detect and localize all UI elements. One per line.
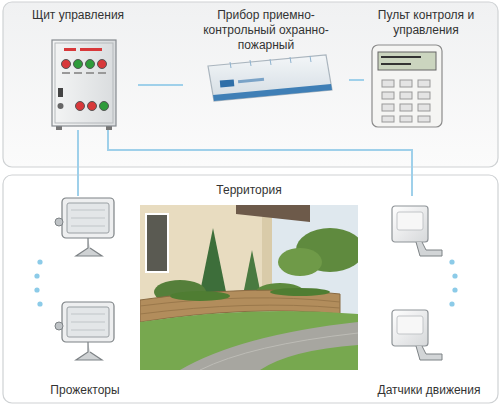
territory-photo — [278, 248, 322, 276]
control-panel-device-picture — [208, 55, 332, 101]
control-panel-device-picture — [208, 55, 332, 101]
keypad-picture — [381, 63, 411, 65]
continuation-dots — [34, 287, 39, 292]
control-cabinet-picture — [62, 72, 70, 74]
territory-photo — [140, 298, 340, 306]
control-panel-device-picture — [230, 62, 231, 68]
control-panel-device-picture — [250, 60, 251, 66]
control-cabinet-node: Щит управления — [18, 6, 138, 130]
bottom-panel — [3, 175, 498, 403]
continuation-dots — [37, 259, 42, 264]
control-cabinet-picture — [88, 102, 97, 111]
motion-sensor-picture — [392, 206, 442, 360]
floodlights-node: Прожекторы — [30, 196, 140, 400]
floodlight-picture — [55, 198, 114, 256]
keypad-picture — [382, 80, 394, 87]
territory-photo — [140, 311, 358, 370]
connection-wire — [77, 130, 79, 196]
territory-photo — [200, 333, 358, 370]
bottom-panel — [3, 175, 498, 403]
node-caption: Пульт контроля и управления — [368, 8, 484, 38]
control-cabinet-picture — [52, 40, 116, 126]
floodlight-picture — [55, 198, 114, 360]
control-cabinet-picture — [64, 48, 76, 51]
keypad-picture — [400, 92, 412, 99]
control-cabinet-picture — [58, 88, 63, 97]
territory-photo — [140, 205, 358, 370]
node-caption: Датчики движения — [372, 383, 486, 398]
continuation-dots — [34, 273, 39, 278]
control-cabinet-picture — [86, 72, 94, 74]
control-cabinet-picture — [86, 60, 95, 69]
floodlight-picture — [55, 302, 114, 360]
control-cabinet-picture — [98, 60, 107, 69]
control-device-node: Прибор приемно-контрольный охранно-пожар… — [183, 6, 349, 106]
control-cabinet-picture — [74, 60, 83, 69]
node-caption: Щит управления — [22, 8, 134, 23]
control-cabinet-picture — [76, 102, 85, 111]
control-cabinet-picture — [52, 40, 116, 130]
territory-photo — [200, 228, 226, 292]
motion-sensor-picture — [392, 206, 442, 256]
control-cabinet-picture — [80, 48, 102, 51]
keypad-picture — [418, 92, 430, 99]
node-caption: Прожекторы — [34, 383, 136, 398]
control-cabinet-picture — [62, 60, 71, 69]
territory-photo — [146, 214, 168, 272]
node-caption: Территория — [144, 183, 354, 198]
connection-wire — [349, 79, 364, 81]
keypad-picture — [400, 80, 412, 87]
territory-photo — [170, 291, 230, 301]
continuation-dots — [452, 287, 457, 292]
control-panel-device-picture — [270, 59, 271, 65]
control-panel-device-picture — [310, 56, 311, 62]
continuation-dots — [37, 301, 42, 306]
motion-sensors-node: Датчики движения — [368, 196, 490, 400]
motion-sensor-picture — [392, 310, 442, 360]
control-panel-device-picture — [238, 78, 264, 83]
keypad-picture — [382, 92, 394, 99]
control-panel-device-picture — [220, 79, 235, 87]
continuation-dots — [34, 259, 457, 306]
continuation-dots — [452, 273, 457, 278]
keypad-node: Пульт контроля и управления — [364, 6, 488, 130]
keypad-picture — [378, 52, 436, 70]
territory-node: Территория — [140, 181, 358, 372]
territory-photo — [180, 322, 358, 370]
keypad-picture — [400, 104, 412, 111]
connection-wire — [138, 84, 183, 86]
control-cabinet-picture — [55, 43, 113, 123]
control-panel-device-picture — [290, 57, 291, 63]
territory-photo — [270, 288, 330, 296]
territory-photo — [236, 205, 310, 222]
keypad-picture — [372, 45, 442, 127]
control-cabinet-picture — [98, 72, 106, 74]
keypad-picture — [382, 116, 394, 122]
keypad-picture — [372, 45, 442, 127]
keypad-picture — [400, 116, 412, 122]
keypad-picture — [381, 56, 421, 58]
keypad-picture — [418, 116, 430, 122]
control-cabinet-picture — [100, 102, 109, 111]
keypad-picture — [418, 104, 430, 111]
territory-photo — [262, 205, 272, 297]
continuation-dots — [449, 259, 454, 264]
control-cabinet-picture — [74, 72, 82, 74]
keypad-picture — [382, 104, 394, 111]
control-cabinet-picture — [58, 103, 64, 109]
territory-photo — [244, 250, 260, 290]
node-caption: Прибор приемно-контрольный охранно-пожар… — [187, 8, 345, 53]
keypad-picture — [418, 80, 430, 87]
continuation-dots — [449, 301, 454, 306]
